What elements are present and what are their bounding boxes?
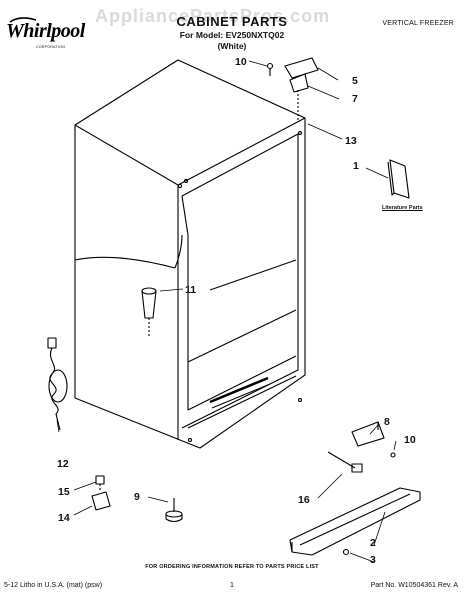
- callout-14: 14: [58, 512, 70, 524]
- drain-tube-part: [141, 287, 157, 336]
- leveling-leg-part: [165, 498, 183, 523]
- power-cord-part: [47, 337, 68, 431]
- whirlpool-logo: Whirlpool CORPORATION: [6, 14, 88, 49]
- callout-12: 12: [57, 458, 69, 470]
- callout-2: 2: [370, 537, 376, 549]
- page-title: CABINET PARTS: [176, 14, 288, 29]
- callout-10-bottom: 10: [404, 434, 416, 446]
- bottom-hinge-part: [351, 421, 396, 458]
- callout-5: 5: [352, 75, 358, 87]
- footer-page-number: 1: [230, 582, 234, 589]
- callout-1: 1: [353, 160, 359, 172]
- callout-10-top: 10: [235, 56, 247, 68]
- footer-part-number: Part No. W10504361 Rev. A: [370, 582, 458, 589]
- callout-7: 7: [352, 93, 358, 105]
- watermark: AppliancePartsPros.com: [95, 6, 331, 26]
- toe-grille-part: [289, 487, 421, 556]
- cabinet-body: [74, 59, 306, 449]
- product-type: VERTICAL FREEZER: [382, 20, 454, 27]
- ordering-note: FOR ORDERING INFORMATION REFER TO PARTS …: [145, 564, 319, 570]
- footer-litho: 5-12 Litho in U.S.A. (mat) (psw): [4, 582, 103, 589]
- logo-swoosh-icon: [9, 17, 37, 23]
- model-line: For Model: EV250NXTQ02: [179, 30, 285, 40]
- callout-3: 3: [370, 554, 376, 566]
- brand-subtitle: CORPORATION: [36, 45, 66, 49]
- bracket-part: [327, 451, 363, 473]
- callout-9: 9: [134, 491, 140, 503]
- callout-13: 13: [345, 135, 357, 147]
- color-line: (White): [217, 41, 247, 51]
- callout-16: 16: [298, 494, 310, 506]
- top-hinge-part: [266, 57, 319, 120]
- leveling-bracket-part: [91, 475, 111, 511]
- literature-part: [387, 159, 410, 199]
- callout-8: 8: [384, 416, 390, 428]
- callout-11: 11: [185, 284, 197, 296]
- callout-15: 15: [58, 486, 70, 498]
- leader-lines: [56, 60, 397, 563]
- brand-name: Whirlpool: [6, 20, 85, 42]
- literature-label: Literature Parts: [382, 205, 423, 211]
